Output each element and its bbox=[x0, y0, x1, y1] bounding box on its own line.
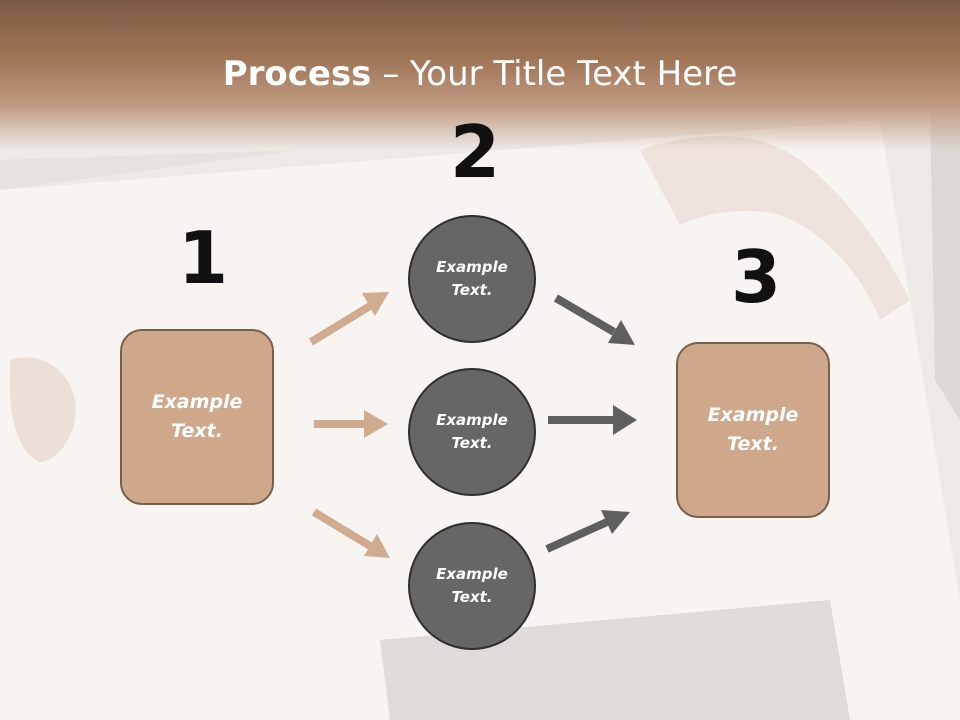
process-circle-bottom-text: Example Text. bbox=[436, 565, 508, 606]
process-circle-top-text: Example Text. bbox=[436, 258, 508, 299]
header-band bbox=[0, 0, 960, 150]
arrow-left-right-icon bbox=[314, 410, 388, 438]
process-circle-middle: Example Text. bbox=[408, 368, 536, 496]
step-box-right-text: Example Text. bbox=[707, 404, 799, 455]
process-circle-top: Example Text. bbox=[408, 215, 536, 343]
arrow-right-down-icon bbox=[553, 294, 635, 345]
arrow-left-down-icon bbox=[311, 508, 390, 558]
step-number-2: 2 bbox=[450, 110, 501, 194]
arrow-right-right-icon bbox=[548, 405, 637, 435]
step-number-1: 1 bbox=[178, 216, 229, 300]
page-title: Process – Your Title Text Here bbox=[0, 52, 960, 96]
step-box-left: Example Text. bbox=[120, 329, 274, 505]
step-box-right: Example Text. bbox=[676, 342, 830, 518]
arrow-right-up-icon bbox=[545, 510, 630, 553]
process-circle-middle-text: Example Text. bbox=[436, 411, 508, 452]
process-circle-bottom: Example Text. bbox=[408, 522, 536, 650]
title-rest: – Your Title Text Here bbox=[371, 54, 738, 94]
title-bold: Process bbox=[222, 54, 372, 94]
step-box-left-text: Example Text. bbox=[151, 391, 243, 442]
arrow-left-up-icon bbox=[308, 292, 389, 346]
step-number-3: 3 bbox=[731, 235, 782, 319]
